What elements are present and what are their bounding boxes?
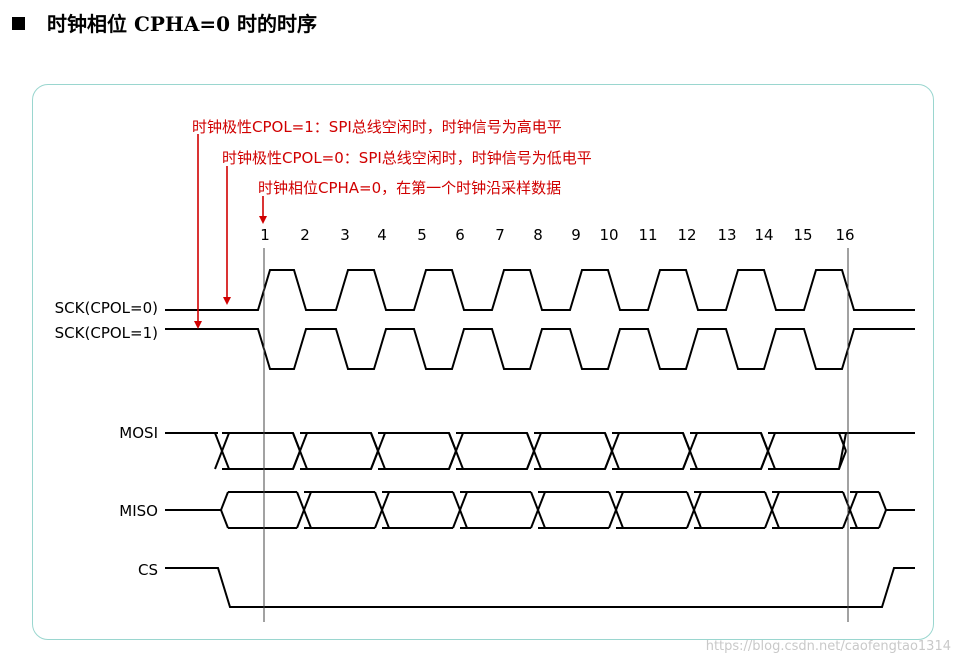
clock-number-14: 14	[754, 226, 774, 244]
miso-cross-b-4	[608, 491, 624, 529]
annotation-cpol1: 时钟极性CPOL=1：SPI总线空闲时，时钟信号为高电平	[192, 118, 562, 136]
miso-cross-b-1	[374, 491, 390, 529]
miso-cross-b-5	[686, 491, 702, 529]
mosi-seg-bot-4	[534, 450, 613, 470]
mosi-seg-top-3	[456, 432, 535, 452]
miso-open-bot	[220, 509, 229, 529]
page-title: 时钟相位 CPHA=0 时的时序	[12, 8, 317, 37]
mosi-cross-b-3	[448, 432, 464, 470]
mosi-cross-b-2	[370, 432, 386, 470]
miso-cross-b-3	[530, 491, 546, 529]
annotation-cpha0: 时钟相位CPHA=0，在第一个时钟沿采样数据	[258, 179, 562, 197]
clock-number-7: 7	[495, 226, 505, 244]
mosi-end	[838, 432, 847, 470]
mosi-cross-b-5	[604, 432, 620, 470]
cs-wave	[165, 567, 915, 608]
mosi-seg-bot-3	[456, 450, 535, 470]
square-bullet-icon	[12, 17, 25, 30]
miso-close-bot	[878, 509, 887, 529]
mosi-seg-top-4	[534, 432, 613, 452]
label-miso: MISO	[119, 502, 158, 520]
mosi-seg-top-0	[222, 432, 301, 452]
clock-number-13: 13	[717, 226, 737, 244]
miso-cross-b-0	[296, 491, 312, 529]
mosi-cross-b-4	[526, 432, 542, 470]
mosi-seg-bot-2	[378, 450, 457, 470]
mosi-seg-bot-1	[300, 450, 379, 470]
mosi-seg-top-1	[300, 432, 379, 452]
label-sck-cpol1: SCK(CPOL=1)	[54, 324, 158, 342]
mosi-seg-top-7	[768, 432, 847, 452]
diagram-frame	[32, 84, 934, 640]
clock-number-16: 16	[835, 226, 855, 244]
sck-cpol0-wave	[165, 269, 915, 311]
clock-number-4: 4	[377, 226, 387, 244]
miso-cross-b-2	[452, 491, 468, 529]
clock-number-10: 10	[599, 226, 619, 244]
clock-number-5: 5	[417, 226, 427, 244]
clock-number-1: 1	[260, 226, 270, 244]
mosi-cross-b-1	[292, 432, 308, 470]
mosi-seg-bot-5	[612, 450, 691, 470]
clock-number-2: 2	[300, 226, 310, 244]
label-cs: CS	[138, 561, 158, 579]
label-mosi: MOSI	[119, 424, 158, 442]
mosi-seg-bot-7	[768, 450, 847, 470]
clock-number-11: 11	[638, 226, 658, 244]
mosi-seg-bot-6	[690, 450, 769, 470]
mosi-seg-bot-0	[222, 450, 301, 470]
mosi-seg-top-5	[612, 432, 691, 452]
title-text: 时钟相位 CPHA=0 时的时序	[47, 12, 317, 36]
miso-close-top	[878, 491, 887, 511]
miso-open-top	[220, 491, 229, 511]
arrow-cpol1-head	[194, 321, 202, 329]
annotation-cpol0: 时钟极性CPOL=0：SPI总线空闲时，时钟信号为低电平	[222, 149, 592, 167]
clock-number-12: 12	[677, 226, 697, 244]
mosi-cross-b-6	[682, 432, 698, 470]
clock-number-15: 15	[793, 226, 813, 244]
mosi-seg-top-6	[690, 432, 769, 452]
mosi-seg-top-2	[378, 432, 457, 452]
clock-number-6: 6	[455, 226, 465, 244]
watermark: https://blog.csdn.net/caofengtao1314	[705, 639, 951, 654]
sck-cpol1-wave	[165, 328, 915, 370]
mosi-cross-b-7	[760, 432, 776, 470]
clock-number-9: 9	[571, 226, 581, 244]
clock-number-3: 3	[340, 226, 350, 244]
label-sck-cpol0: SCK(CPOL=0)	[54, 299, 158, 317]
miso-cross-b-6	[764, 491, 780, 529]
miso-cross-b-7	[842, 491, 858, 529]
clock-number-8: 8	[533, 226, 543, 244]
arrow-cpol0-head	[223, 297, 231, 305]
arrow-cpha0-head	[259, 216, 267, 224]
mosi-cross-b-0	[214, 432, 230, 470]
